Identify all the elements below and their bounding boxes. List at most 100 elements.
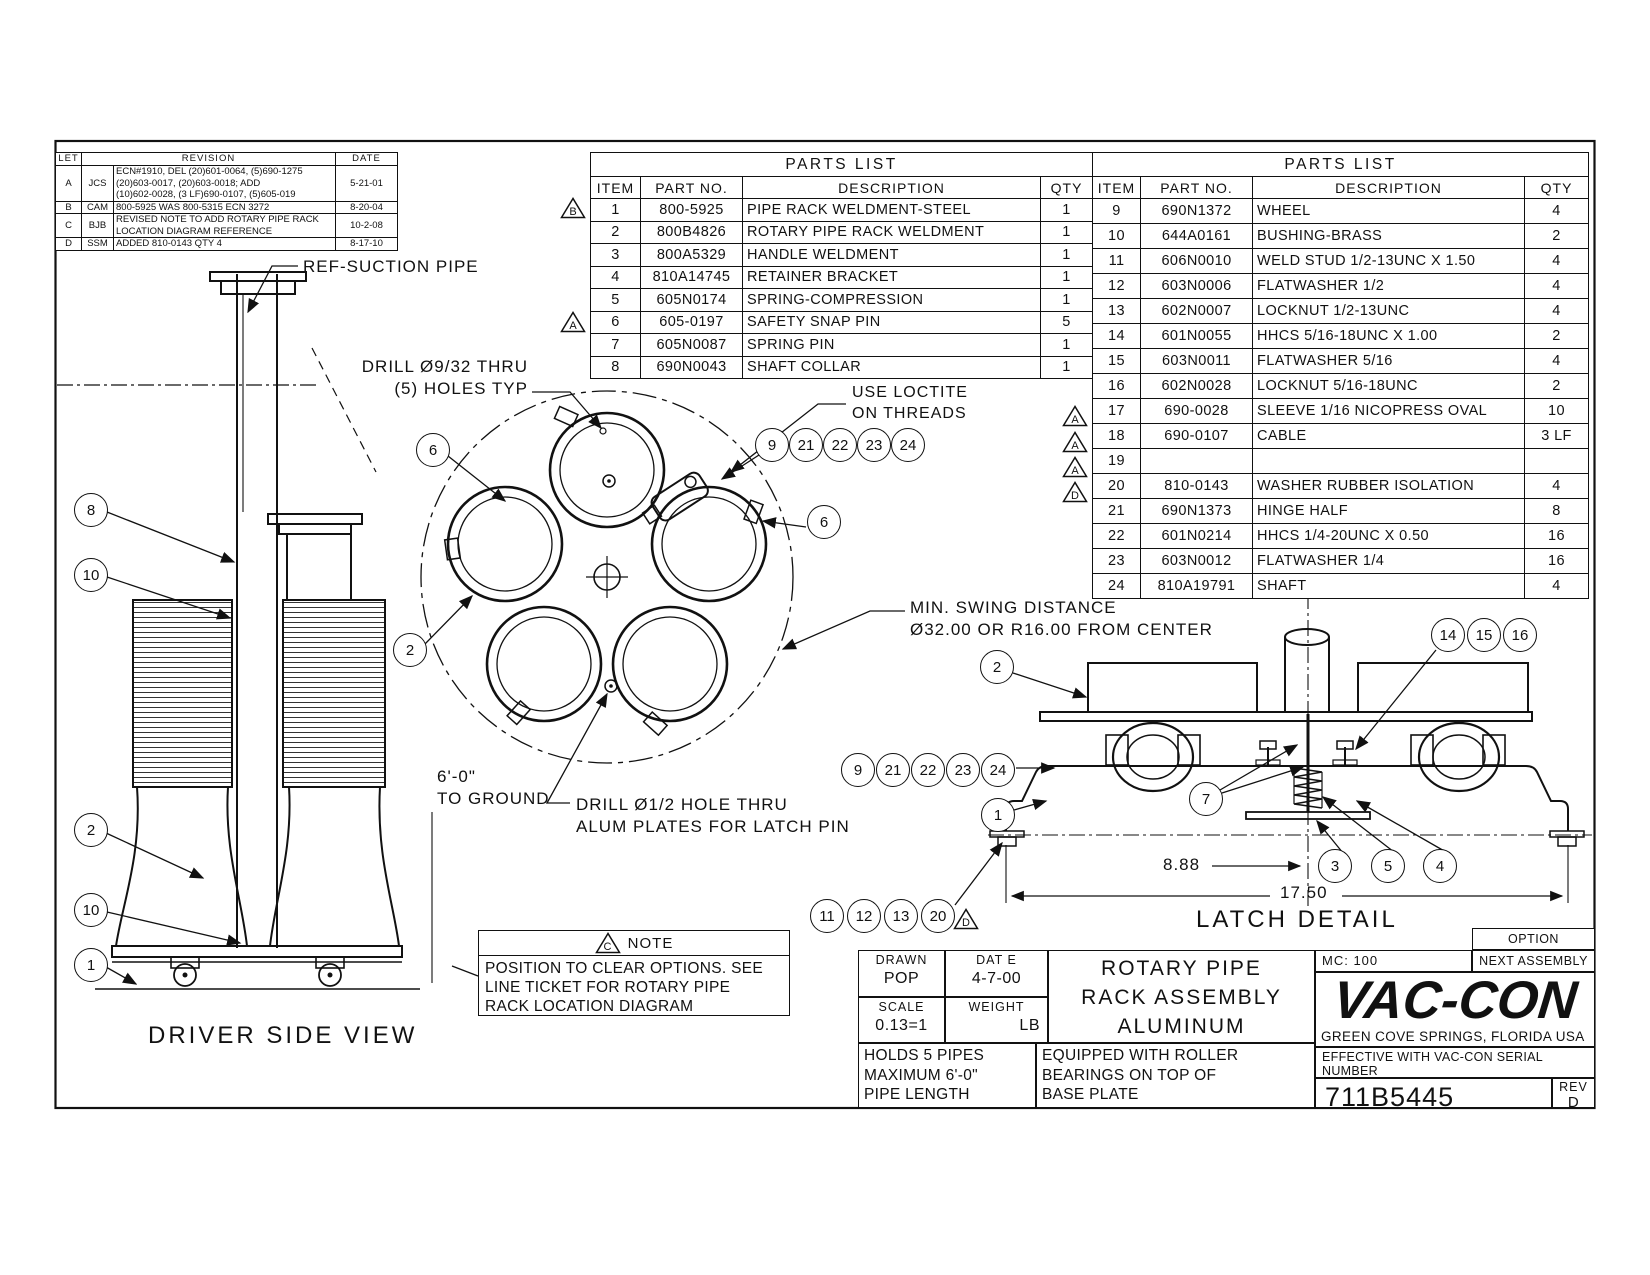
balloon-16: 16 — [1503, 618, 1537, 652]
titleblock-next-assembly-cell: NEXT ASSEMBLY — [1472, 950, 1595, 972]
item-cell: 16 — [1092, 373, 1141, 399]
balloon-21: 21 — [789, 428, 823, 462]
weight-label: WEIGHT — [968, 1000, 1025, 1014]
part-no-cell: 690N0043 — [640, 355, 743, 379]
revision-text-cell: ADDED 810-0143 QTY 4 — [113, 237, 336, 251]
date-label: DAT E — [976, 953, 1017, 967]
note-flag: C — [594, 932, 621, 954]
description-cell: BUSHING-BRASS — [1252, 223, 1525, 249]
item-cell: 15 — [1092, 348, 1141, 374]
part-no-cell: 603N0006 — [1140, 273, 1253, 299]
qty-cell: 1 — [1039, 243, 1094, 267]
qty-cell: 4 — [1523, 298, 1590, 324]
part-no-cell: 690N1373 — [1140, 498, 1253, 524]
svg-text:D: D — [962, 917, 970, 929]
balloon-3: 3 — [1318, 849, 1352, 883]
qty-cell: 4 — [1523, 273, 1590, 299]
revision-flag-D: D — [953, 908, 979, 935]
qty-cell — [1523, 448, 1590, 474]
part-no-cell: 602N0028 — [1140, 373, 1253, 399]
annotation-to-ground: 6'-0" TO GROUND — [437, 767, 550, 809]
item-cell: 23 — [1092, 548, 1141, 574]
part-no-cell: 800-5925 — [640, 198, 743, 222]
item-cell: 6 — [590, 310, 641, 334]
qty-cell: 5 — [1039, 310, 1094, 334]
description-cell: ROTARY PIPE RACK WELDMENT — [742, 220, 1041, 244]
description-cell: SHAFT COLLAR — [742, 355, 1041, 379]
svg-text:B: B — [569, 206, 576, 218]
balloon-21: 21 — [876, 753, 910, 787]
item-cell: 3 — [590, 243, 641, 267]
revision-by-cell: BJB — [81, 213, 114, 238]
equipped-note-line: EQUIPPED WITH ROLLER — [1042, 1047, 1239, 1064]
part-no-cell: 800A5329 — [640, 243, 743, 267]
revision-flag-A: A — [560, 311, 586, 338]
balloon-1: 1 — [74, 948, 108, 982]
description-cell: RETAINER BRACKET — [742, 265, 1041, 289]
qty-cell: 1 — [1039, 333, 1094, 357]
titleblock-equipped-note: EQUIPPED WITH ROLLER BEARINGS ON TOP OF … — [1036, 1043, 1315, 1108]
balloon-23: 23 — [946, 753, 980, 787]
revision-col-let: LET — [55, 152, 82, 166]
part-no-cell: 603N0012 — [1140, 548, 1253, 574]
item-cell: 8 — [590, 355, 641, 379]
drawn-label: DRAWN — [875, 953, 928, 967]
revision-flag-A: A — [1062, 456, 1088, 483]
item-cell: 21 — [1092, 498, 1141, 524]
balloon-13: 13 — [884, 899, 918, 933]
item-cell: 19 — [1092, 448, 1141, 474]
item-cell: 4 — [590, 265, 641, 289]
equipped-note-line: BEARINGS ON TOP OF — [1042, 1066, 1217, 1084]
description-cell: FLATWASHER 1/4 — [1252, 548, 1525, 574]
drawn-value: POP — [883, 970, 920, 987]
revision-flag-B: B — [560, 197, 586, 224]
titleblock-drawing-number-cell: 711B5445 — [1315, 1078, 1552, 1112]
revision-by-cell: CAM — [81, 200, 114, 214]
part-no-cell: 690-0107 — [1140, 423, 1253, 449]
balloon-2: 2 — [74, 813, 108, 847]
part-no-cell: 605N0087 — [640, 333, 743, 357]
balloon-4: 4 — [1423, 849, 1457, 883]
balloon-22: 22 — [823, 428, 857, 462]
parts-col-header: ITEM — [590, 176, 641, 199]
holds-note-line: PIPE LENGTH — [864, 1086, 970, 1103]
qty-cell: 1 — [1039, 355, 1094, 379]
description-cell: WELD STUD 1/2-13UNC X 1.50 — [1252, 248, 1525, 274]
note-line: POSITION TO CLEAR OPTIONS. SEE — [485, 960, 764, 977]
balloon-8: 8 — [74, 493, 108, 527]
qty-cell: 2 — [1523, 323, 1590, 349]
leader-lines — [105, 265, 1447, 985]
description-cell: HINGE HALF — [1252, 498, 1525, 524]
balloon-1: 1 — [981, 798, 1015, 832]
part-no-cell: 690-0028 — [1140, 398, 1253, 424]
description-cell: HANDLE WELDMENT — [742, 243, 1041, 267]
item-cell: 18 — [1092, 423, 1141, 449]
item-cell: 9 — [1092, 198, 1141, 224]
balloon-14: 14 — [1431, 618, 1465, 652]
description-cell: LOCKNUT 5/16-18UNC — [1252, 373, 1525, 399]
balloon-24: 24 — [891, 428, 925, 462]
svg-text:A: A — [569, 320, 577, 332]
item-cell: 12 — [1092, 273, 1141, 299]
balloon-2: 2 — [980, 650, 1014, 684]
